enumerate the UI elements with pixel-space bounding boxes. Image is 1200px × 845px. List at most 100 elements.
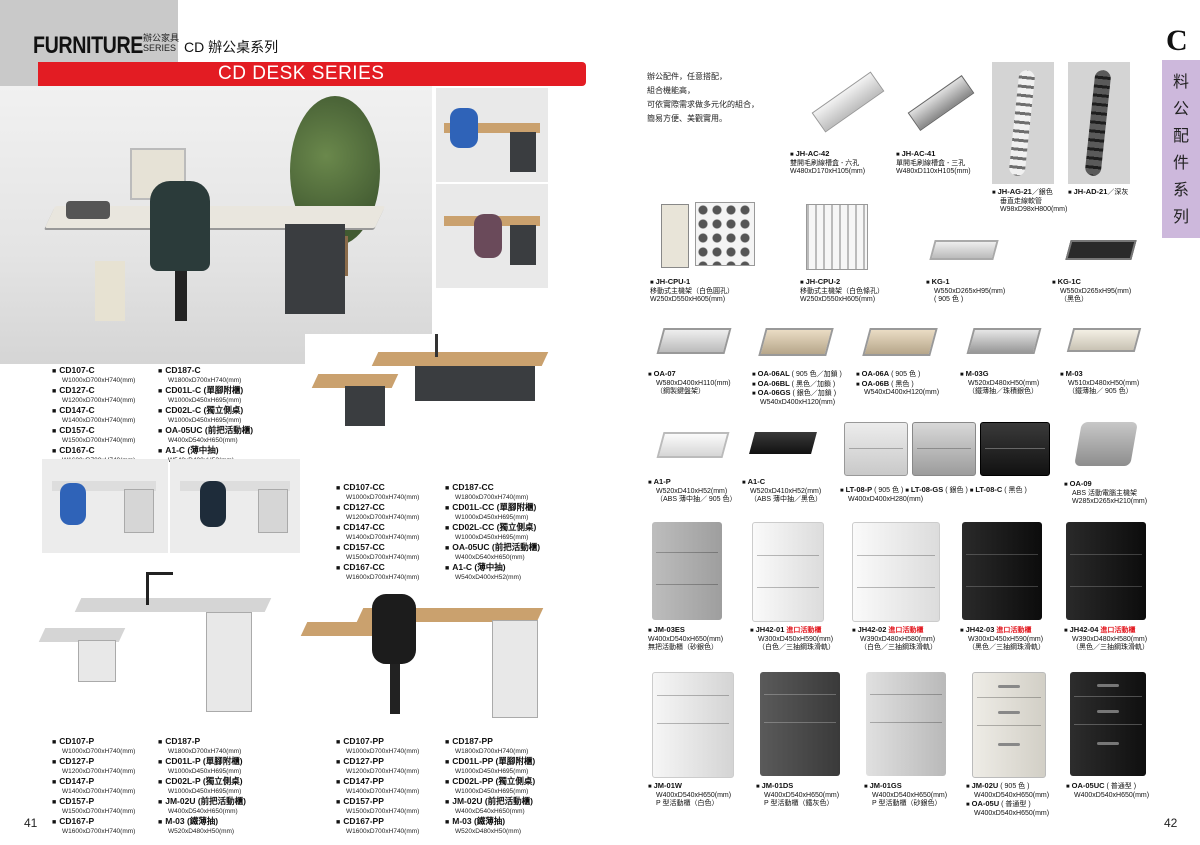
model-code: CD107-P (52, 737, 162, 747)
product-code: JH-AD-21 (1068, 187, 1107, 196)
product-note: （ABS 薄中抽／ 905 色） (656, 496, 737, 503)
model-item: M-03 (鐵薄抽)W520xD480xH50(mm) (158, 817, 288, 836)
keyboard-tray (929, 240, 999, 260)
model-code: CD167-CC (336, 563, 456, 573)
model-code: JM-02U (前把活動櫃) (158, 797, 288, 807)
model-code: CD01L-CC (單腳附櫃) (445, 503, 575, 513)
product-jh-cpu-2-caption: JH-CPU-2 移動式主機架（白色條孔） W250xD550xH605(mm) (800, 277, 884, 305)
intro-line: 可依實際需求做多元化的組合， (647, 100, 759, 109)
model-code: CD107-CC (336, 483, 456, 493)
model-item: CD02L-P (獨立側桌)W1000xD450xH695(mm) (158, 777, 288, 796)
product-code: JH-CPU-1 (650, 277, 734, 288)
product-jh42-03-caption: JH42-03 進口活動櫃 W300xD450xH590(mm) （黑色／三抽鋼… (960, 625, 1045, 653)
product-size: W300xD450xH590(mm) (968, 635, 1044, 643)
model-size: W520xD480xH50(mm) (168, 828, 235, 835)
model-code: CD167-P (52, 817, 162, 827)
pedestal (510, 132, 536, 172)
product-jh42-01-image (752, 522, 824, 622)
intro-line: 組合機能高， (647, 86, 695, 95)
product-note: P 型活動櫃（鐵灰色） (764, 800, 834, 807)
brand-subtitle-zh: 辦公家具 (143, 33, 180, 43)
model-code: CD147-PP (336, 777, 456, 787)
product-jm-03es-caption: JM-03ES W400xD540xH650(mm) 無把活動櫃（砂銀色） (648, 625, 723, 653)
product-code: KG-1C (1052, 277, 1131, 288)
product-code: JH-AC-41 (896, 149, 971, 160)
product-code: LT-08-GS (905, 485, 943, 494)
product-oa-05uc-caption: OA-05UC ( 普通型 ) W400xD540xH650(mm) (1066, 781, 1149, 800)
cpu-stand (806, 204, 868, 270)
small-desk-photo-3 (42, 459, 168, 553)
product-highlight: 進口活動櫃 (1100, 627, 1136, 634)
model-size: W1000xD450xH695(mm) (455, 514, 529, 521)
product-tag: ／深灰 (1107, 189, 1129, 196)
spine-cable (1008, 69, 1036, 177)
model-code: JM-02U (前把活動櫃) (445, 797, 575, 807)
pedestal (206, 612, 252, 712)
product-jm-03es-image (652, 522, 722, 620)
product-a1-c-caption: A1-C W520xD410xH52(mm) （ABS 薄中抽／黑色） (742, 477, 822, 505)
left-page-number: 41 (24, 816, 38, 830)
intro-line: 簡易方便、美觀實用。 (647, 114, 727, 123)
product-desc: 單開毛刷線槽盒 - 三孔 (896, 159, 966, 167)
model-code: CD107-C (52, 366, 162, 376)
product-note: ( 905 色 ) (891, 371, 921, 378)
drawer (758, 328, 834, 356)
product-jh-ad-21-image (1068, 62, 1130, 184)
model-size: W1800xD700xH740(mm) (168, 377, 242, 384)
model-code: CD127-P (52, 757, 162, 767)
spine-cable (1084, 69, 1112, 177)
pedestal (124, 489, 154, 533)
product-m-03-image (1060, 318, 1144, 366)
model-size: W1400xD700xH740(mm) (346, 534, 420, 541)
product-oa-09-image (1068, 414, 1148, 478)
file-box-905 (844, 422, 908, 476)
model-code: CD187-CC (445, 483, 575, 493)
model-item: CD01L-C (單腳附櫃)W1000xD450xH695(mm) (158, 386, 288, 405)
banner-text: CD DESK SERIES (218, 63, 385, 84)
metal-drawer (1066, 328, 1142, 352)
model-code: CD187-C (158, 366, 288, 376)
product-size: W390xD480xH580(mm) (860, 635, 936, 643)
header-background (0, 0, 178, 65)
product-code: OA-09 (1064, 479, 1147, 490)
product-note: （黑色） (1060, 296, 1088, 303)
model-code: CD157-PP (336, 797, 456, 807)
side-tab-label: 料公配件系列 (1172, 72, 1189, 226)
model-size: W1800xD700xH740(mm) (168, 748, 242, 755)
product-jh-ag-21-image (992, 62, 1054, 184)
product-note: ( 黑色／加鎖 ) (791, 380, 836, 388)
model-size: W1400xD700xH740(mm) (62, 788, 136, 795)
model-size: W400xD540xH650(mm) (455, 554, 525, 561)
intro-line: 辦公配件，任意搭配， (647, 72, 727, 81)
pedestal (345, 386, 385, 426)
product-code: OA-06A (856, 369, 889, 378)
product-size: W510xD480xH50(mm) (1068, 379, 1140, 387)
model-item: CD01L-PP (單腳附櫃)W1000xD450xH695(mm) (445, 757, 575, 776)
model-code: CD187-PP (445, 737, 575, 747)
product-note: （白色／三抽鋼珠滑軌） (758, 644, 835, 651)
product-m-03g-caption: M-03G W520xD480xH50(mm) （鐵薄抽／珠積銀色） (960, 369, 1040, 397)
model-size: W1500xD700xH740(mm) (346, 554, 420, 561)
product-desc: 移動式主機架（白色條孔） (800, 287, 884, 295)
product-note: P 型活動櫃（砂銀色） (872, 800, 942, 807)
product-jh42-04-caption: JH42-04 進口活動櫃 W390xD480xH580(mm) （黑色／三抽鋼… (1064, 625, 1149, 653)
product-jh-cpu-1-image (655, 198, 765, 276)
product-note: P 型活動櫃（白色） (656, 800, 719, 807)
model-code: M-03 (鐵薄抽) (445, 817, 575, 827)
brand-subtitle-en: SERIES (143, 43, 177, 53)
model-code: CD01L-C (單腳附櫃) (158, 386, 288, 396)
product-code: LT-08-P (840, 485, 872, 494)
model-size: W1000xD450xH695(mm) (168, 397, 242, 404)
product-oa-09-caption: OA-09 ABS 活動電腦主機架 W285xD265xH210(mm) (1064, 479, 1147, 507)
product-note: 無把活動櫃（砂銀色） (648, 644, 718, 651)
modesty-panel (415, 366, 535, 401)
model-size: W1400xD700xH740(mm) (346, 788, 420, 795)
abs-drawer (749, 432, 817, 454)
desk-top (52, 481, 156, 491)
model-item: M-03 (鐵薄抽)W520xD480xH50(mm) (445, 817, 575, 836)
